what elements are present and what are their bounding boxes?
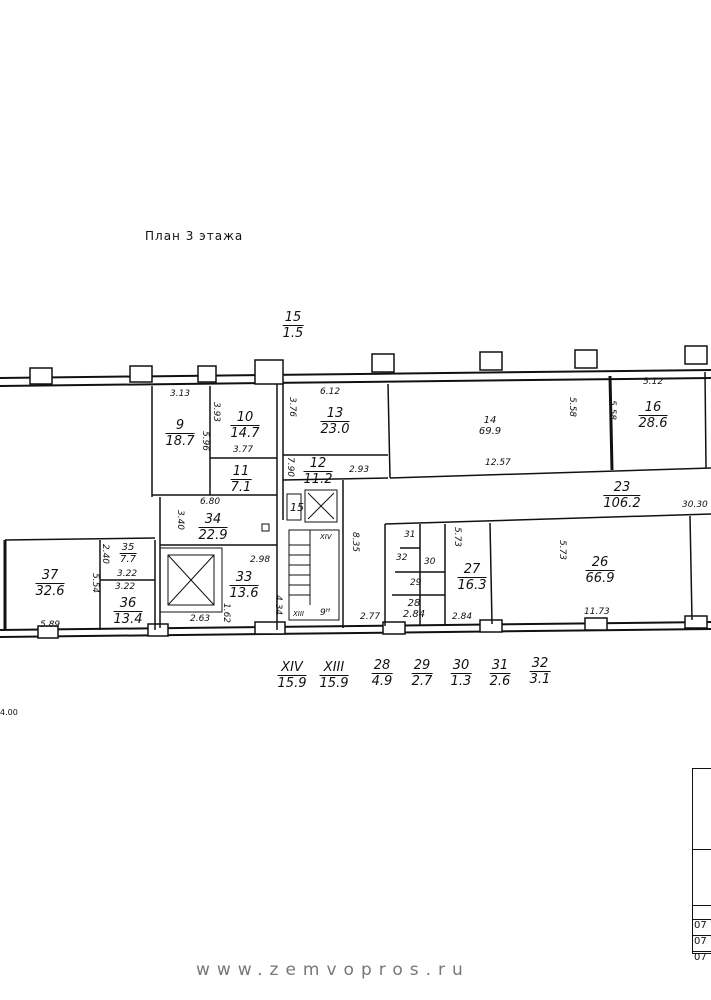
dimension-label: 2.40 (100, 543, 111, 565)
dimension-label: 2.84 (452, 612, 473, 622)
column-marker (261, 523, 270, 532)
dimension-label: 5.96 (200, 430, 211, 452)
dimension-label: 6.80 (200, 497, 221, 507)
stamp-row: 07 (693, 935, 711, 948)
small-room-number: 15 (290, 501, 304, 514)
dimension-label: 3.93 (211, 401, 222, 423)
dimension-label: 5.58 (567, 396, 578, 418)
dimension-label: 2.98 (250, 555, 271, 565)
dimension-label: 5.12 (643, 377, 664, 387)
pilasters (29, 345, 708, 639)
dimension-label: 5.89 (40, 620, 61, 630)
small-room-number: 29 (410, 578, 422, 588)
dimension-label: 5.73 (557, 539, 568, 561)
dimension-label: 8.35 (350, 531, 361, 553)
plan-title: План 3 этажа (145, 229, 244, 243)
small-room-number: 31 (404, 530, 416, 540)
dimension-label: 5.54 (90, 572, 101, 594)
dimension-label: 3.13 (170, 389, 191, 399)
small-room-number: 9ᴴ (320, 608, 330, 618)
dimension-label: 2.93 (349, 465, 370, 475)
dimension-label: 3.22 (115, 582, 136, 592)
dimension-label: 4.34 (273, 594, 284, 616)
dimension-label: 11.73 (584, 607, 610, 617)
interior-walls (3, 371, 711, 630)
dimension-label: 2.77 (360, 612, 381, 622)
stair-number: XIV (320, 533, 332, 541)
stamp-row: 07 (693, 951, 711, 964)
stamp-row: 07 (693, 919, 711, 932)
watermark: www.zemvopros.ru (196, 960, 470, 980)
scale-text: 4.00 (0, 708, 18, 717)
elevator-shaft-large (159, 547, 223, 613)
dimension-label: 6.12 (320, 387, 341, 397)
dimension-label: 3.76 (287, 396, 298, 418)
stair-number: XIII (293, 610, 304, 618)
dimension-label: 3.77 (233, 445, 254, 455)
small-room-number: 32 (396, 553, 408, 563)
dimension-label: 3.22 (117, 569, 138, 579)
small-room-number: 30 (424, 557, 436, 567)
dimension-label: 2.63 (190, 614, 211, 624)
dimension-label: 30.30 (682, 500, 708, 510)
elevator-shaft-small (286, 489, 338, 523)
dimension-label: 5.73 (452, 526, 463, 548)
dimension-label: 7.90 (285, 456, 296, 478)
dimension-label: 3.40 (175, 509, 186, 531)
dimension-label: 1.62 (221, 602, 232, 624)
title-block-stamp: 07 07 07 (692, 768, 711, 963)
dimension-label: 5.58 (607, 399, 618, 421)
dimension-label: 12.57 (485, 458, 511, 468)
staircase (288, 529, 340, 621)
